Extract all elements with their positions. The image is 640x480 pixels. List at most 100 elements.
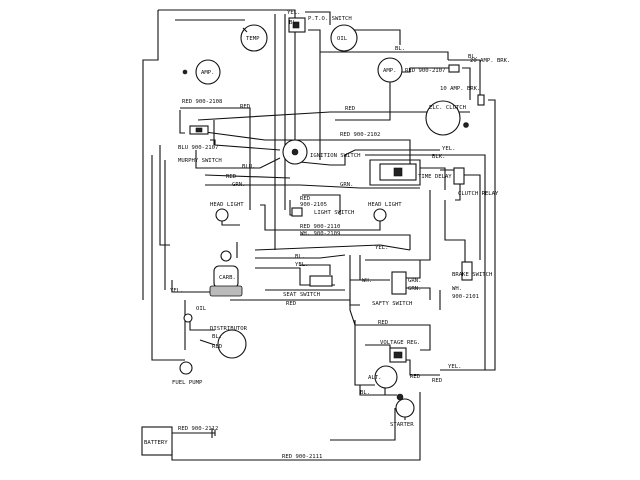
head-light-left: HEAD LIGHT xyxy=(210,202,244,222)
carb-top xyxy=(220,250,232,262)
wire-label-red-2111: RED 900-2111 xyxy=(282,454,322,460)
starter: STARTER xyxy=(390,393,415,428)
ammeter-right-body xyxy=(377,57,403,83)
breaker-10-amp: 10 AMP. BRK. xyxy=(440,86,485,106)
wire-label-yel-mid: YEL. xyxy=(375,245,388,251)
wire-label-red-h: RED xyxy=(432,378,443,384)
safety-switch: SAFTY SWITCH xyxy=(372,271,412,307)
head-light-left-body xyxy=(215,208,229,222)
battery-body xyxy=(141,426,173,456)
elc-clutch-label: ELC. CLUTCH xyxy=(429,105,466,111)
ammeter-left: AMP. xyxy=(182,59,221,85)
distributor-body xyxy=(217,329,247,359)
breaker-20-label: 20 AMP. BRK. xyxy=(470,58,510,64)
time-delay: TIME DELAY xyxy=(379,163,452,181)
wire-label-red-e: RED xyxy=(286,301,297,307)
distributor-label: DISTRIBUTOR xyxy=(210,326,248,332)
light-switch-label: LIGHT SWITCH xyxy=(314,210,354,216)
seat-switch-label: SEAT SWITCH xyxy=(283,292,320,298)
wire-label-grn-a: GRN. xyxy=(232,182,245,188)
amp-right-label: AMP. xyxy=(383,68,396,74)
wire-label-red-2112: RED 900-2112 xyxy=(178,426,218,432)
amp-left-label: AMP. xyxy=(201,70,214,76)
fuel-pump: FUEL PUMP xyxy=(172,361,203,386)
time-delay-label: TIME DELAY xyxy=(418,174,452,180)
oil-sender-body xyxy=(183,313,193,323)
wire-label-red-d: RED xyxy=(300,196,311,202)
oil-sender-label: OIL xyxy=(196,306,207,312)
brake-switch-label: BRAKE SWITCH xyxy=(452,272,492,278)
electric-clutch: ELC. CLUTCH xyxy=(425,100,469,136)
wire-label-yel-top: YEL. xyxy=(287,10,300,16)
battery: BATTERY xyxy=(141,426,216,456)
breaker-10-body xyxy=(477,94,485,106)
starter-body xyxy=(395,398,415,418)
murphy-switch-label: MURPHY SWITCH xyxy=(178,158,222,164)
head-light-left-label: HEAD LIGHT xyxy=(210,202,244,208)
ammeter-left-body xyxy=(195,59,221,85)
wire-label-bl-dist: BL. xyxy=(212,334,222,340)
wire-label-blu-2107: BLU 900-2107 xyxy=(178,145,218,151)
wire-label-red-b: RED xyxy=(345,106,356,112)
wire-label-red-2107: RED 900-2107 xyxy=(405,68,445,74)
safety-switch-body xyxy=(391,271,407,295)
fuel-pump-label: FUEL PUMP xyxy=(172,380,203,386)
brake-switch: BRAKE SWITCH xyxy=(452,261,492,281)
carburetor: CARB. xyxy=(209,250,243,297)
light-switch: LIGHT SWITCH xyxy=(291,207,354,217)
alternator: ALT. xyxy=(368,365,398,389)
alternator-body xyxy=(374,365,398,389)
oil-gauge: OIL xyxy=(330,24,358,52)
wire-label-red-2105: 900-2105 xyxy=(300,202,327,208)
wire-label-bl-right: BL. xyxy=(395,46,405,52)
wire-network xyxy=(142,9,496,461)
temp-gauge: TEMP xyxy=(240,24,268,52)
clutch-relay: CLUTCH RELAY xyxy=(453,167,499,197)
oil-sender: OIL xyxy=(183,306,207,323)
wire-label-bl-mid: BL. xyxy=(295,254,305,260)
wire-label-blk: BLK. xyxy=(432,154,445,160)
starter-label: STARTER xyxy=(390,422,414,428)
wire-label-yel-alt: YEL. xyxy=(448,364,461,370)
head-light-right-body xyxy=(373,208,387,222)
wire-label-wh-2109: WH. 900-2109 xyxy=(300,231,340,237)
ammeter-right: AMP. xyxy=(377,57,403,83)
ignition-switch-label: IGNITION SWITCH xyxy=(310,153,361,159)
safety-switch-label: SAFTY SWITCH xyxy=(372,301,412,307)
wire-label-red-2102: RED 900-2102 xyxy=(340,132,380,138)
wire-label-bl-top: BL. xyxy=(289,20,299,26)
wire-labels: YEL. BL. BL. BL. RED 900-2107 RED 900-21… xyxy=(170,10,479,460)
temp-gauge-body xyxy=(240,24,268,52)
wire-label-yel-seat: YEL. xyxy=(295,262,308,268)
seat-switch: SEAT SWITCH xyxy=(283,275,333,298)
wire-label-red-dist: RED xyxy=(212,344,223,350)
oil-gauge-body xyxy=(330,24,358,52)
pto-switch-label: P.T.O. SWITCH xyxy=(308,16,352,22)
seat-switch-body xyxy=(309,275,333,287)
wire-label-red-a: RED xyxy=(240,104,251,110)
murphy-switch: MURPHY SWITCH xyxy=(178,125,222,164)
wire-label-red-f: RED xyxy=(378,320,389,326)
pto-switch: P.T.O. SWITCH xyxy=(288,16,352,33)
clutch-relay-body xyxy=(453,167,465,185)
ignition-switch: IGNITION SWITCH xyxy=(282,139,361,165)
head-light-right: HEAD LIGHT xyxy=(368,202,402,222)
light-switch-body xyxy=(291,207,303,217)
clutch-relay-label: CLUTCH RELAY xyxy=(458,191,499,197)
head-light-right-label: HEAD LIGHT xyxy=(368,202,402,208)
wire-label-blu: BLU. xyxy=(242,164,255,170)
alt-label: ALT. xyxy=(368,375,381,381)
wire-label-bl-far: BL. xyxy=(468,54,478,60)
temp-label: TEMP xyxy=(246,36,260,42)
wire-label-red-2110: RED 900-2110 xyxy=(300,224,340,230)
battery-label: BATTERY xyxy=(144,440,168,446)
wire-label-grn-d: GRN. xyxy=(408,286,421,292)
carb-label: CARB. xyxy=(219,275,236,281)
fuel-pump-body xyxy=(179,361,193,375)
wire-label-wh: WH. xyxy=(362,278,372,284)
breaker-20-body xyxy=(448,64,460,73)
brake-switch-body xyxy=(461,261,473,281)
wire-label-grn-c: GRN. xyxy=(408,278,421,284)
